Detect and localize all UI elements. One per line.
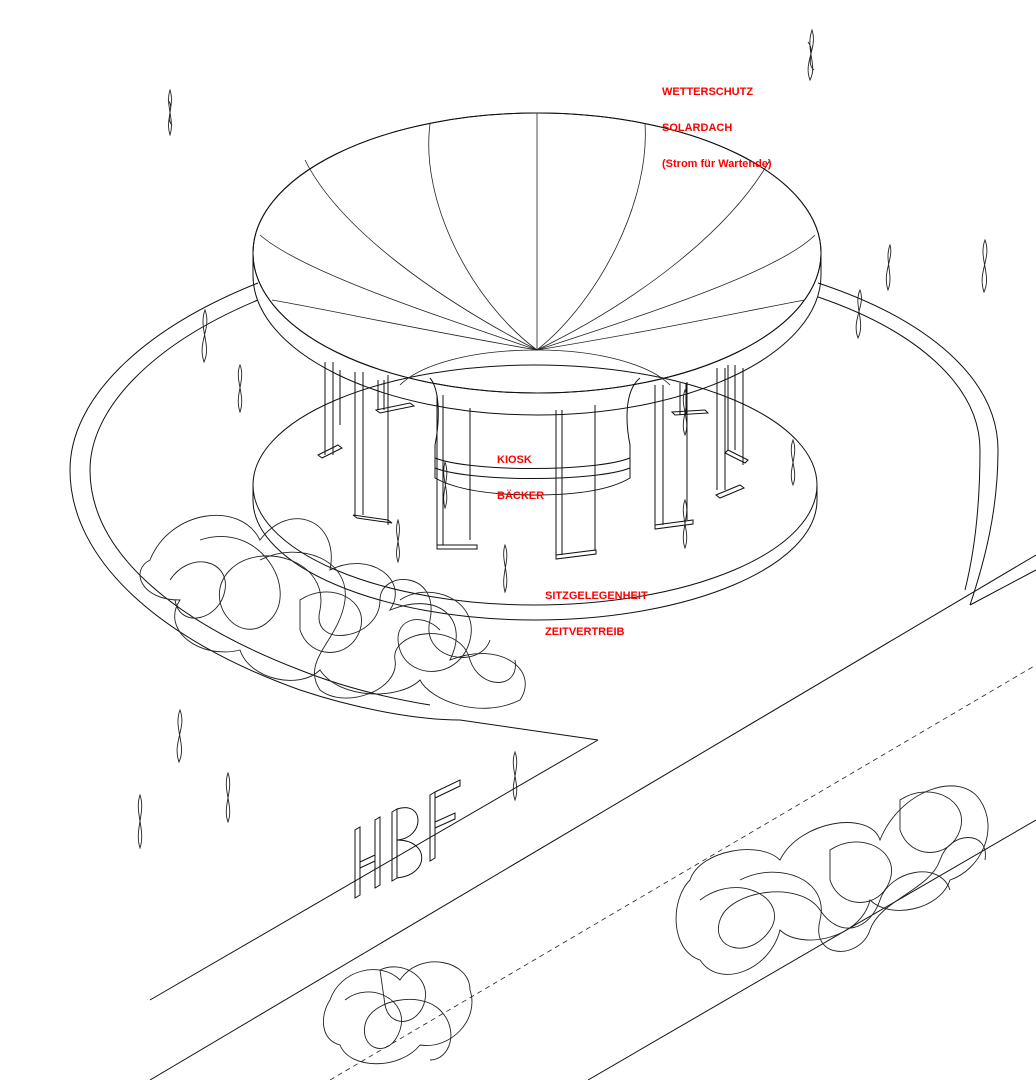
label-kiosk-line-1: KIOSK [497,454,532,466]
street [149,554,1036,1080]
label-seating-line-2: ZEITVERTREIB [545,626,625,638]
label-roof-line-3: (Strom für Wartende) [662,158,772,170]
solar-roof [252,112,822,416]
outer-plaza [69,282,1036,741]
swing-seats [317,362,749,560]
bushes-right [675,785,989,975]
label-roof: WETTERSCHUTZ SOLARDACH (Strom für Warten… [662,62,772,182]
label-seating: SITZGELEGENHEIT ZEITVERTREIB [545,566,648,650]
label-seating-line-1: SITZGELEGENHEIT [545,590,648,602]
small-trees [137,28,988,850]
label-roof-line-1: WETTERSCHUTZ [662,86,754,98]
hbf-sign [354,779,461,899]
inner-platform [252,364,818,621]
label-kiosk-line-2: BÄCKER [497,490,545,502]
label-kiosk: KIOSK BÄCKER [497,430,544,514]
bushes-left [139,514,526,709]
label-roof-line-2: SOLARDACH [662,122,733,134]
bushes-bottom [323,961,473,1065]
